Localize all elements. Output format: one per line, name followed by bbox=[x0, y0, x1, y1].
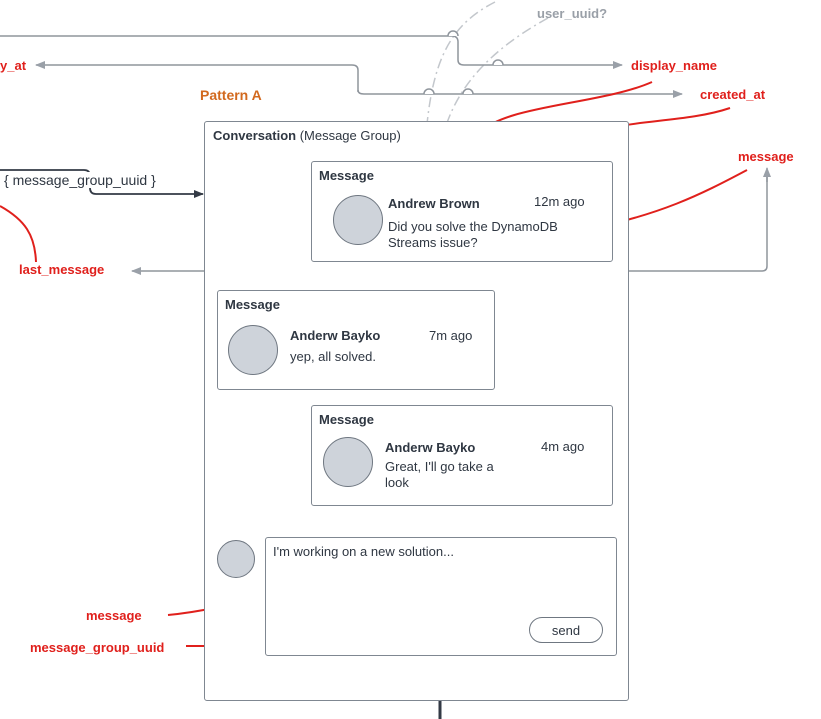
display-name-label: display_name bbox=[631, 58, 717, 73]
sender-name: Andrew Brown bbox=[388, 196, 480, 211]
message-group-uuid-pill: { message_group_uuid } bbox=[4, 172, 156, 188]
composer-avatar bbox=[217, 540, 255, 578]
message-card-3: Message Anderw Bayko 4m ago Great, I'll … bbox=[311, 405, 613, 506]
message-box-title: Message bbox=[319, 412, 374, 427]
last-message-annotation-curve bbox=[0, 205, 37, 263]
user-uuid-label: user_uuid? bbox=[537, 6, 608, 21]
created-at-connector bbox=[357, 89, 683, 98]
avatar bbox=[323, 437, 373, 487]
message-input[interactable]: I'm working on a new solution... send bbox=[265, 537, 617, 656]
conversation-title: Conversation (Message Group) bbox=[213, 128, 401, 143]
message-label-bottom: message bbox=[86, 608, 142, 623]
message-time: 4m ago bbox=[541, 439, 585, 454]
display-name-connector bbox=[0, 35, 623, 69]
message-text: yep, all solved. bbox=[290, 349, 376, 364]
message-group-uuid-label: message_group_uuid bbox=[30, 640, 165, 655]
send-button[interactable]: send bbox=[529, 617, 603, 643]
message-label-right: message bbox=[738, 149, 794, 164]
last-message-connector bbox=[131, 170, 768, 275]
message-text: Great, I'll go take a look bbox=[385, 459, 494, 490]
message-box-title: Message bbox=[319, 168, 374, 183]
sender-name: Anderw Bayko bbox=[385, 440, 476, 455]
pattern-label: Pattern A bbox=[200, 87, 262, 103]
message-time: 12m ago bbox=[534, 194, 585, 209]
message-text: Did you solve the DynamoDB Streams issue… bbox=[388, 219, 558, 250]
message-time: 7m ago bbox=[429, 328, 473, 343]
avatar bbox=[333, 195, 383, 245]
message-card-1: Message Andrew Brown 12m ago Did you sol… bbox=[311, 161, 613, 262]
message-card-2: Message Anderw Bayko 7m ago yep, all sol… bbox=[217, 290, 495, 390]
message-box-title: Message bbox=[225, 297, 280, 312]
last-message-label: last_message bbox=[19, 262, 105, 277]
created-at-label: created_at bbox=[700, 87, 766, 102]
sender-name: Anderw Bayko bbox=[290, 328, 381, 343]
left-at-label: y_at bbox=[0, 58, 27, 73]
left-at-connector bbox=[35, 61, 359, 92]
avatar bbox=[228, 325, 278, 375]
message-input-value: I'm working on a new solution... bbox=[273, 544, 454, 559]
